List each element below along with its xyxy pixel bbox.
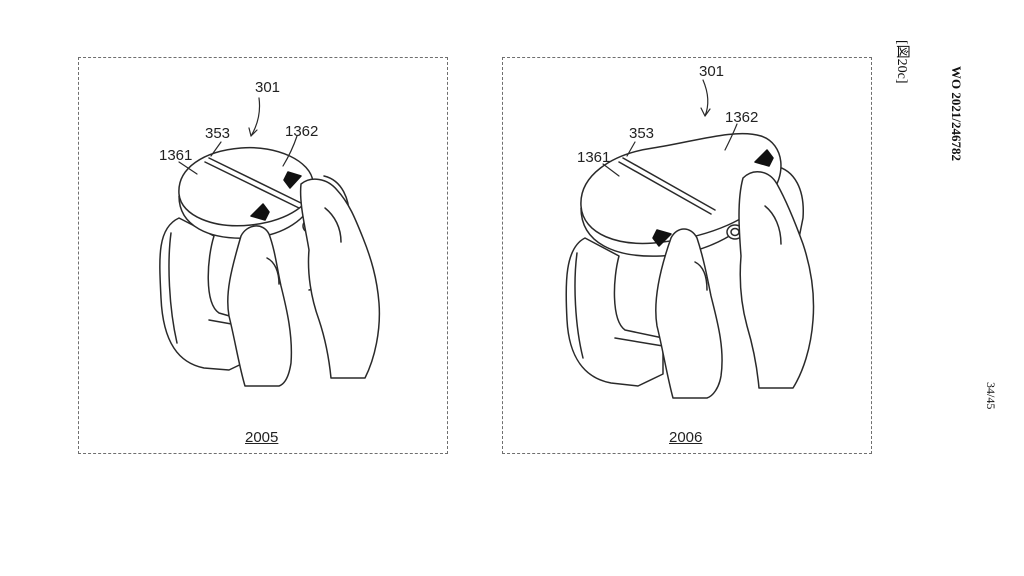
leader-1361 <box>178 161 198 175</box>
arrow-right-piece <box>283 171 302 189</box>
strap-inner-edge <box>574 252 584 359</box>
page-number: 34/45 <box>984 382 998 410</box>
ref-353: 353 <box>629 125 655 142</box>
leader-301 <box>250 97 261 137</box>
ref-301: 301 <box>255 79 281 96</box>
figure-panel-2006: 301 353 1362 1361 2006 <box>502 57 872 454</box>
sheet-tag: [図20c] <box>894 40 909 84</box>
leader-353 <box>210 141 222 157</box>
ref-1362: 1362 <box>725 109 759 126</box>
watch-drawing-2005 <box>159 97 381 387</box>
hand-right <box>738 171 815 389</box>
leader-1361 <box>602 163 620 177</box>
publication-number: WO 2021/246782 <box>949 66 964 161</box>
separator-353-b <box>204 161 300 209</box>
strap <box>159 217 255 371</box>
ref-353: 353 <box>205 125 231 142</box>
strap-inner-edge <box>168 232 178 344</box>
ref-301: 301 <box>699 63 725 80</box>
hand-left <box>655 228 723 399</box>
arrow-right-piece <box>754 149 774 167</box>
separator-353-b <box>618 161 712 215</box>
ref-1361: 1361 <box>577 149 611 166</box>
leader-353 <box>626 141 636 157</box>
watch-head <box>580 132 782 245</box>
figure-panel-2005: 301 353 1362 1361 2005 <box>78 57 448 454</box>
hand-right <box>299 178 381 379</box>
figure-label-2005: 2005 <box>245 429 279 446</box>
leader-301 <box>702 79 709 117</box>
figure-label-2006: 2006 <box>669 429 703 446</box>
ref-1361: 1361 <box>159 147 193 164</box>
strap-fold <box>614 337 664 347</box>
arrow-left-piece <box>250 203 270 221</box>
separator-353 <box>208 157 304 205</box>
strap <box>565 237 664 387</box>
arrow-left-piece <box>652 229 672 247</box>
watch-drawing-2006 <box>565 79 815 399</box>
leader-1362 <box>282 135 298 167</box>
ref-1362: 1362 <box>285 123 319 140</box>
leader-1362 <box>724 123 738 151</box>
separator-353 <box>622 157 716 211</box>
